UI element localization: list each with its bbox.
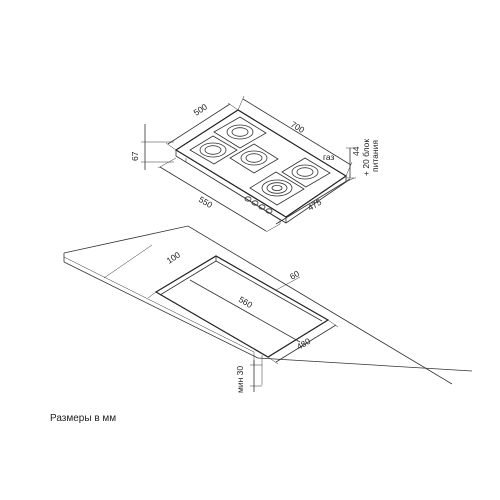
label-cutout-front-offset: 100 — [165, 249, 183, 265]
dim-min-thickness: мин 30 — [235, 360, 262, 393]
burner-right — [281, 157, 331, 188]
dim-hob-height: 67 — [130, 124, 174, 170]
dim-connection-height: 44 + 20 блок питания — [346, 139, 380, 179]
label-cutout-side-offset: 60 — [288, 268, 301, 282]
label-min-thickness: мин 30 — [235, 366, 245, 393]
burner-back-left — [213, 116, 267, 149]
label-hob-width: 700 — [289, 119, 307, 135]
label-gas: газ — [323, 152, 335, 162]
countertop-back-edge — [63, 225, 453, 385]
burner-center — [229, 143, 279, 174]
caption-units: Размеры в мм — [50, 413, 117, 424]
countertop-front-edge — [63, 261, 473, 372]
label-body-depth: 550 — [197, 194, 215, 210]
dim-cutout-depth: 480 — [267, 319, 339, 365]
dim-cutout-front-offset: 100 — [103, 244, 183, 299]
countertop-drawing — [63, 225, 473, 385]
label-power-unit-line1: + 20 блок — [361, 139, 371, 176]
hob-drawing — [174, 109, 348, 224]
label-hob-height: 67 — [130, 151, 140, 161]
burner-front-wok — [249, 171, 305, 206]
burner-left — [189, 135, 238, 165]
label-power-unit-line2: питания — [370, 140, 380, 172]
label-hob-depth: 500 — [192, 101, 210, 117]
label-connection-height: 44 — [351, 146, 361, 156]
